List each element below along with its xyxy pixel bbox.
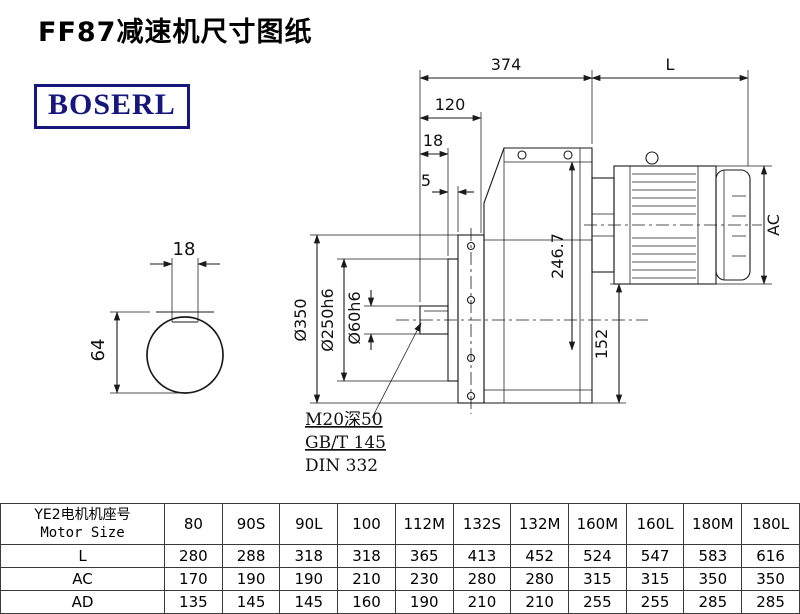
- dim-cell: 583: [683, 544, 743, 568]
- dim-cell: 190: [221, 567, 281, 591]
- dimension-L: L: [591, 55, 749, 166]
- dimension-dia-250h6: Ø250h6: [318, 258, 448, 382]
- table-row-AD: AD 135 145 145 160 190 210 210 255 255 2…: [0, 590, 800, 614]
- note-m20-label: M20深50: [305, 410, 383, 430]
- dim-cell: 413: [452, 544, 512, 568]
- dim-cell: 288: [221, 544, 281, 568]
- dim-cell: 547: [625, 544, 685, 568]
- dimension-18: 18: [419, 131, 449, 256]
- dim-cell: 365: [394, 544, 454, 568]
- dim-cell: 616: [741, 544, 800, 568]
- dim-cell: 145: [221, 590, 281, 614]
- shaft-height-dimension: 64: [88, 311, 181, 394]
- size-col-header: 90L: [279, 503, 339, 545]
- dim-cell: 350: [741, 567, 800, 591]
- dim-cell: 280: [510, 567, 570, 591]
- size-col-header: 160L: [625, 503, 685, 545]
- dim-152-label: 152: [592, 329, 611, 360]
- page-title: FF87减速机尺寸图纸: [38, 17, 313, 48]
- note-gbt145-label: GB/T 145: [305, 433, 386, 453]
- dim-374-label: 374: [491, 55, 522, 74]
- technical-drawing: 18 64: [88, 55, 783, 476]
- dim-cell: 170: [164, 567, 223, 591]
- row-label: AC: [0, 567, 165, 591]
- dim-L-label: L: [666, 55, 675, 74]
- dim-cell: 210: [452, 590, 512, 614]
- note-din332-label: DIN 332: [305, 456, 378, 476]
- dimension-152: 152: [592, 283, 626, 404]
- dimension-5: 5: [421, 171, 474, 232]
- dia-60h6-label: Ø60h6: [345, 291, 364, 344]
- motor-size-header-cn: YE2电机机座号: [34, 507, 131, 523]
- dim-cell: 190: [394, 590, 454, 614]
- dim-cell: 350: [683, 567, 743, 591]
- size-col-header: 160M: [568, 503, 627, 545]
- dim-246-7-label: 246.7: [548, 233, 567, 279]
- dia-350-label: Ø350: [291, 298, 310, 341]
- dim-cell: 210: [337, 567, 396, 591]
- size-col-header: 180M: [683, 503, 743, 545]
- size-col-header: 180L: [741, 503, 800, 545]
- table-row-AC: AC 170 190 190 210 230 280 280 315 315 3…: [0, 567, 800, 591]
- dimension-374: 374: [419, 55, 593, 302]
- size-col-header: 112M: [394, 503, 454, 545]
- dim-cell: 210: [510, 590, 570, 614]
- dim-120-label: 120: [435, 95, 466, 114]
- dim-cell: 135: [164, 590, 223, 614]
- dim-64-label: 64: [88, 339, 109, 362]
- dim-cell: 315: [625, 567, 685, 591]
- gearbox-housing: [483, 147, 593, 404]
- motor-size-table: YE2电机机座号 Motor Size 80 90S 90L 100 112M …: [0, 503, 800, 614]
- dim-cell: 452: [510, 544, 570, 568]
- dim-cell: 318: [279, 544, 339, 568]
- dim-cell: 280: [452, 567, 512, 591]
- flange: [447, 234, 485, 404]
- dim-cell: 190: [279, 567, 339, 591]
- table-row-L: L 280 288 318 318 365 413 452 524 547 58…: [0, 544, 800, 568]
- size-col-header: 80: [164, 503, 223, 545]
- row-label: AD: [0, 590, 165, 614]
- dimension-AC: AC: [716, 165, 783, 285]
- shaft-end-view: [146, 258, 224, 394]
- dim-cell: 160: [337, 590, 396, 614]
- brand-logo: BOSERL: [34, 84, 190, 129]
- motor-size-header-en: Motor Size: [40, 525, 125, 541]
- dimension-246-7: 246.7: [548, 161, 576, 351]
- dim-cell: 255: [625, 590, 685, 614]
- size-col-header: 100: [337, 503, 396, 545]
- dim-cell: 318: [337, 544, 396, 568]
- dimension-dia-60h6: Ø60h6: [345, 290, 420, 350]
- size-col-header: 90S: [221, 503, 281, 545]
- dim-cell: 280: [164, 544, 223, 568]
- keyway-width-dimension: 18: [150, 239, 220, 268]
- row-label: L: [0, 544, 165, 568]
- dim-cell: 285: [741, 590, 800, 614]
- dim-cell: 255: [568, 590, 627, 614]
- centerlines: [396, 224, 762, 414]
- dim-5-label: 5: [421, 171, 431, 190]
- dimension-120: 120: [419, 95, 482, 233]
- dim-18-key-label: 18: [173, 239, 196, 260]
- dim-cell: 524: [568, 544, 627, 568]
- dim-AC-label: AC: [764, 214, 783, 236]
- dim-cell: 230: [394, 567, 454, 591]
- dim-18-label: 18: [423, 131, 443, 150]
- dimension-dia-350: Ø350: [291, 234, 458, 404]
- table-header-row: YE2电机机座号 Motor Size 80 90S 90L 100 112M …: [0, 503, 800, 545]
- fan-cover: [715, 169, 751, 281]
- dim-cell: 285: [683, 590, 743, 614]
- motor-body: [613, 151, 717, 285]
- size-col-header: 132M: [510, 503, 570, 545]
- dia-250h6-label: Ø250h6: [318, 288, 337, 351]
- size-col-header: 132S: [452, 503, 512, 545]
- dim-cell: 145: [279, 590, 339, 614]
- dim-cell: 315: [568, 567, 627, 591]
- motor-size-header: YE2电机机座号 Motor Size: [0, 503, 165, 545]
- tapped-hole-note: M20深50 GB/T 145 DIN 332: [305, 322, 422, 476]
